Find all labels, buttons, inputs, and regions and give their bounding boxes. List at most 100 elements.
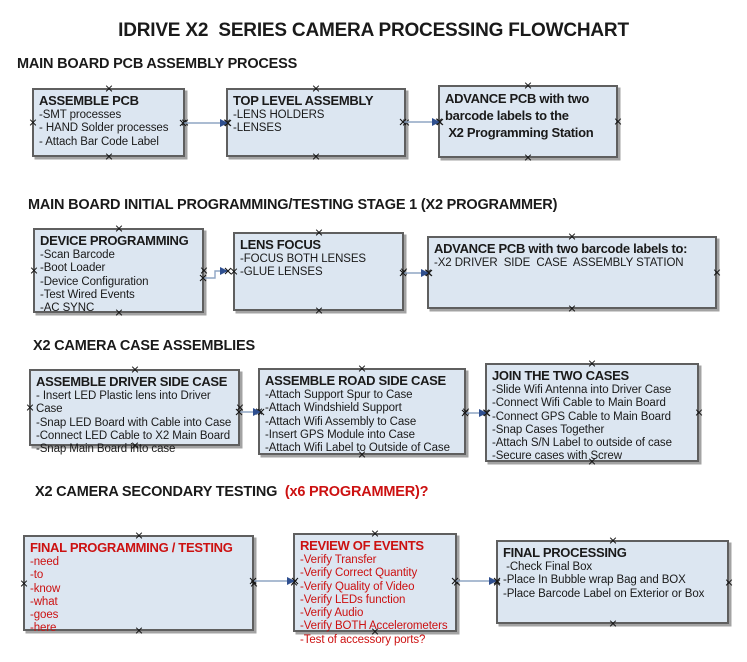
box-item: -Attach Windshield Support <box>265 402 402 415</box>
connection-handle-icon[interactable] <box>569 305 576 312</box>
box-item: -Device Configuration <box>40 275 149 288</box>
connector-arrow[interactable] <box>399 113 444 131</box>
box-item: -AC SYNC <box>40 302 95 315</box>
connection-handle-icon[interactable] <box>372 530 379 537</box>
box-item: -to <box>30 569 44 582</box>
connection-handle-icon[interactable] <box>135 627 142 634</box>
box-item: -X2 DRIVER SIDE CASE ASSEMBLY STATION <box>434 257 684 269</box>
box-item: -Attach Support Spur to Case <box>265 389 413 401</box>
box-title: ASSEMBLE PCB <box>39 93 139 108</box>
connection-handle-icon[interactable] <box>525 82 532 89</box>
connection-handle-icon[interactable] <box>131 366 138 373</box>
box-item: - HAND Solder processes <box>39 122 169 135</box>
connector-arrow[interactable] <box>249 572 299 590</box>
connection-handle-icon[interactable] <box>713 269 720 276</box>
connection-handle-icon[interactable] <box>105 153 112 160</box>
flow-box-assemble-pcb[interactable]: ASSEMBLE PCB -SMT processes - HAND Solde… <box>32 88 185 157</box>
box-item: - Attach Bar Code Label <box>39 135 159 148</box>
box-item: -Verify LEDs function <box>300 593 406 606</box>
box-item: -Place In Bubble wrap Bag and BOX <box>503 574 686 587</box>
box-item: -Test of accessory ports? <box>300 633 426 646</box>
box-item: -Attach Wifi Assembly to Case <box>265 415 417 428</box>
connection-handle-icon[interactable] <box>725 579 732 586</box>
connection-handle-icon[interactable] <box>313 153 320 160</box>
box-item: -goes <box>30 609 59 622</box>
connection-handle-icon[interactable] <box>315 307 322 314</box>
connection-handle-icon[interactable] <box>131 442 138 449</box>
connection-handle-icon[interactable] <box>614 118 621 125</box>
connection-handle-icon[interactable] <box>359 365 366 372</box>
connection-handle-icon[interactable] <box>313 85 320 92</box>
flow-box-final-programming-testing[interactable]: FINAL PROGRAMMING / TESTING -need -to -k… <box>20 532 254 634</box>
connection-handle-icon[interactable] <box>115 225 122 232</box>
connection-handle-icon[interactable] <box>26 404 33 411</box>
connector-arrow[interactable] <box>461 404 491 422</box>
heading-red-text: (x6 PROGRAMMER)? <box>277 484 429 500</box>
flow-box-lens-focus[interactable]: LENS FOCUS -FOCUS BOTH LENSES -GLUE LENS… <box>233 232 404 311</box>
box-item: - Insert LED Plastic lens into Driver Ca… <box>36 390 214 416</box>
box-item: -Scan Barcode <box>40 249 115 261</box>
box-title: FINAL PROGRAMMING / TESTING <box>30 540 233 555</box>
flow-box-device-programming[interactable]: DEVICE PROGRAMMING -Scan Barcode -Boot L… <box>30 225 204 316</box>
box-title: REVIEW OF EVENTS <box>300 538 424 553</box>
connection-handle-icon[interactable] <box>315 229 322 236</box>
flow-box-final-processing[interactable]: FINAL PROCESSING -Check Final Box -Place… <box>496 540 729 624</box>
connector-arrow[interactable] <box>399 264 433 282</box>
box-item: -Connect GPS Cable to Main Board <box>492 410 671 423</box>
connection-handle-icon[interactable] <box>525 154 532 161</box>
flow-box-top-level-assembly[interactable]: TOP LEVEL ASSEMBLY -LENS HOLDERS -LENSES <box>226 88 406 157</box>
connector-arrow[interactable] <box>451 572 501 590</box>
box-title: FINAL PROCESSING <box>503 545 627 560</box>
connector-arrow-elbow[interactable] <box>199 262 233 286</box>
connector-arrow[interactable] <box>179 114 232 132</box>
box-title: DEVICE PROGRAMMING <box>40 233 189 248</box>
flow-box-advance-pcb-driver-side[interactable]: ADVANCE PCB with two barcode labels to: … <box>427 236 717 309</box>
box-item: -here <box>30 622 57 635</box>
connection-handle-icon[interactable] <box>30 267 37 274</box>
connection-handle-icon[interactable] <box>20 580 27 587</box>
box-item: -Verify Correct Quantity <box>300 567 418 580</box>
connection-handle-icon[interactable] <box>609 537 616 544</box>
box-item: -Snap Main Board into case <box>36 443 176 456</box>
box-item: -LENS HOLDERS <box>233 109 325 121</box>
connection-handle-icon[interactable] <box>105 85 112 92</box>
connection-handle-icon[interactable] <box>609 620 616 627</box>
box-item: -Snap LED Board with Cable into Case <box>36 416 232 429</box>
flow-box-assemble-driver-side-case[interactable]: ASSEMBLE DRIVER SIDE CASE - Insert LED P… <box>26 366 240 455</box>
section-heading-pcb-assembly: MAIN BOARD PCB ASSEMBLY PROCESS <box>17 56 298 72</box>
flow-box-assemble-road-side-case[interactable]: ASSEMBLE ROAD SIDE CASE -Attach Support … <box>258 368 466 455</box>
connection-handle-icon[interactable] <box>589 458 596 465</box>
connection-handle-icon[interactable] <box>589 360 596 367</box>
box-item: -SMT processes <box>39 109 122 121</box>
box-title: ADVANCE PCB with two barcode labels to t… <box>445 91 594 140</box>
box-item: -Check Final Box <box>503 561 593 573</box>
box-item: -Slide Wifi Antenna into Driver Case <box>492 384 672 396</box>
section-heading-initial-programming: MAIN BOARD INITIAL PROGRAMMING/TESTING S… <box>28 197 558 213</box>
connection-handle-icon[interactable] <box>359 451 366 458</box>
flow-box-review-of-events[interactable]: REVIEW OF EVENTS -Verify Transfer -Verif… <box>293 530 457 646</box>
section-heading-secondary-testing: X2 CAMERA SECONDARY TESTING (x6 PROGRAMM… <box>35 484 428 500</box>
connection-handle-icon[interactable] <box>372 628 379 635</box>
box-item: -GLUE LENSES <box>240 266 323 279</box>
box-title: LENS FOCUS <box>240 237 321 252</box>
box-item: -Secure cases with Screw <box>492 450 622 463</box>
box-item: -Verify Quality of Video <box>300 580 415 593</box>
box-item: -Verify Transfer <box>300 554 377 566</box>
connection-handle-icon[interactable] <box>29 119 36 126</box>
box-item: -know <box>30 582 61 595</box>
connector-arrow[interactable] <box>235 403 265 421</box>
flow-box-advance-pcb-programming-station[interactable]: ADVANCE PCB with two barcode labels to t… <box>438 85 618 158</box>
box-item: -Insert GPS Module into Case <box>265 428 415 441</box>
connection-handle-icon[interactable] <box>115 309 122 316</box>
box-item: -Connect LED Cable to X2 Main Board <box>36 429 231 442</box>
connection-handle-icon[interactable] <box>695 409 702 416</box>
connection-handle-icon[interactable] <box>569 233 576 240</box>
box-item: -Snap Cases Together <box>492 423 605 436</box>
connection-handle-icon[interactable] <box>135 532 142 539</box>
box-item: -Attach Wifi Label to Outside of Case <box>265 442 450 455</box>
box-item: -Attach S/N Label to outside of case <box>492 437 672 450</box>
box-item: -Place Barcode Label on Exterior or Box <box>503 587 705 600</box>
flow-box-join-the-two-cases[interactable]: JOIN THE TWO CASES -Slide Wifi Antenna i… <box>485 363 699 462</box>
box-title: ADVANCE PCB with two barcode labels to: <box>434 241 688 256</box>
